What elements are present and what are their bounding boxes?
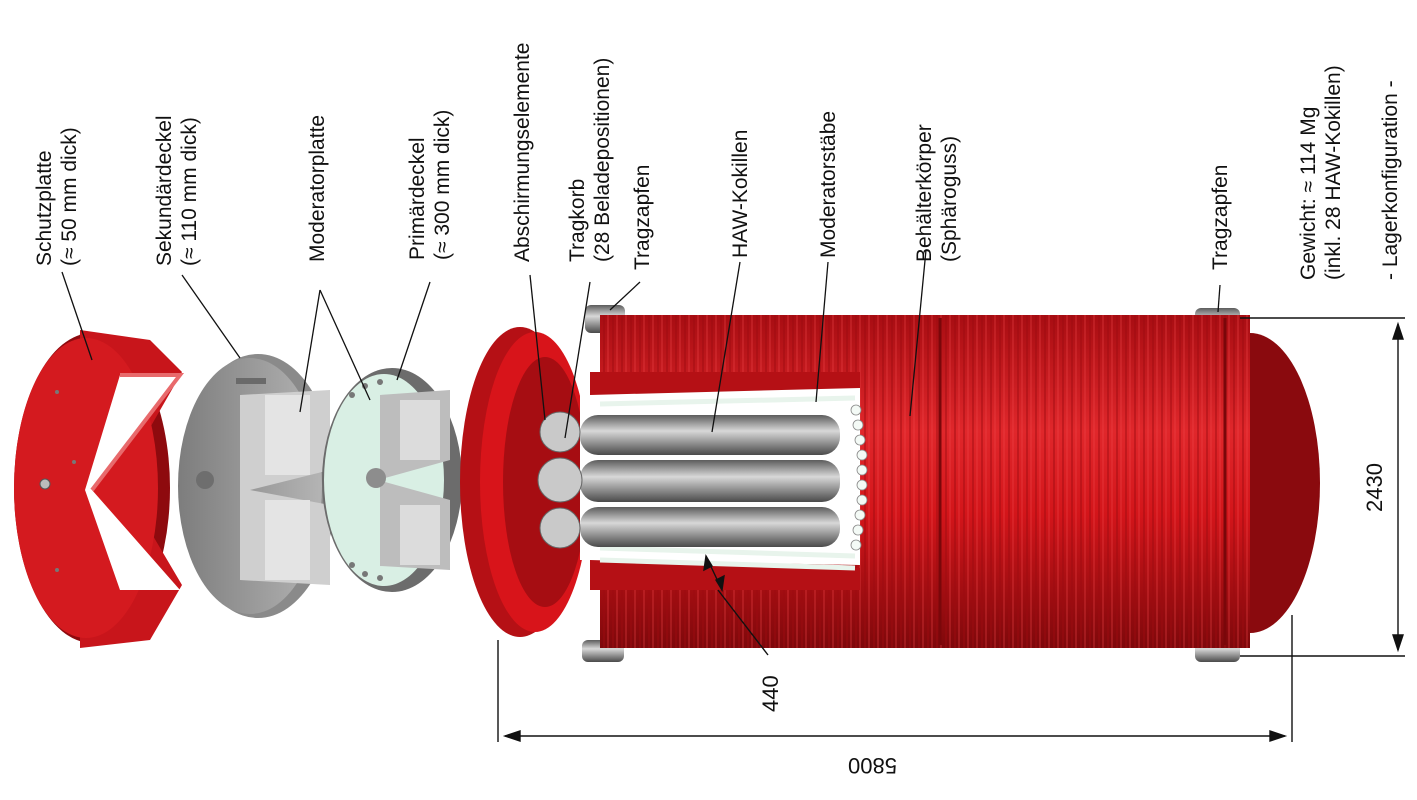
leader-lines — [61, 249, 1221, 439]
behaelter-body — [460, 305, 1320, 662]
label-lagerkonfiguration: - Lagerkonfiguration - — [1379, 80, 1402, 280]
label-behaelterkoerper: Behälterkörper (Sphäroguss) — [913, 124, 961, 262]
label-schutzplatte: Schutzplatte (≈ 50 mm dick) — [33, 127, 81, 266]
dimension-length: 5800 — [848, 753, 897, 778]
sekundaerdeckel-part — [178, 354, 336, 618]
dimension-diameter: 2430 — [1362, 463, 1387, 512]
label-abschirmungselemente: Abschirmungselemente — [511, 42, 534, 262]
label-haw-kokillen: HAW-Kokillen — [729, 129, 752, 258]
dimension-lines — [497, 317, 1405, 742]
label-sekundaerdeckel: Sekundärdeckel (≈ 110 mm dick) — [153, 115, 201, 266]
label-tragzapfen-right: Tragzapfen — [1209, 164, 1232, 270]
label-primaerdeckel: Primärdeckel (≈ 300 mm dick) — [406, 109, 454, 260]
label-gewicht: Gewicht: ≈ 114 Mg (inkl. 28 HAW-Kokillen… — [1297, 65, 1345, 280]
dimension-wall: 440 — [758, 675, 783, 712]
label-moderatorplatte: Moderatorplatte — [306, 114, 329, 262]
label-tragkorb: Tragkorb (28 Beladepositionen) — [566, 57, 614, 262]
schutzplatte-part — [14, 330, 185, 648]
label-moderatorstaebe: Moderatorstäbe — [817, 110, 840, 258]
primaerdeckel-part — [322, 368, 462, 592]
label-tragzapfen-left: Tragzapfen — [631, 164, 654, 270]
